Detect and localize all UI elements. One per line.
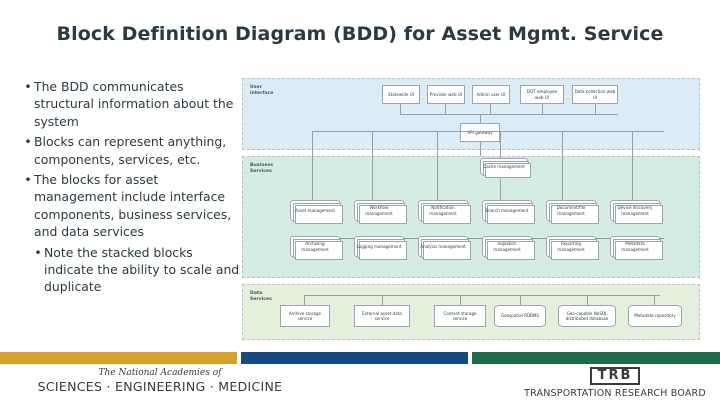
block-reporting-management[interactable]: Reporting management [546, 236, 599, 260]
block-document-file-management[interactable]: Document/file management [546, 200, 599, 224]
block-analysis-management[interactable]: Analysis management [418, 236, 471, 260]
block-api-gateway[interactable]: API gateway [460, 123, 500, 142]
block-asset-management[interactable]: Asset management [290, 200, 343, 224]
bullet-marker-icon: • [24, 79, 32, 94]
trb-logo: TRB TRANSPORTATION RESEARCH BOARD [520, 364, 710, 399]
block-logging-management[interactable]: Logging management [354, 236, 407, 260]
nas-logo-bottom-text: SCIENCES · ENGINEERING · MEDICINE [37, 379, 283, 394]
trb-logo-name: TRANSPORTATION RESEARCH BOARD [524, 388, 706, 399]
list-item-text: The BDD communicates structural informat… [34, 79, 234, 129]
block-workflow-management[interactable]: Workflow management [354, 200, 407, 224]
block-cache-management[interactable]: Cache management [480, 158, 531, 178]
block-provider-web-ui[interactable]: Provider web UI [427, 85, 465, 104]
block-content-storage-service[interactable]: Content storage service [434, 305, 486, 327]
bullet-marker-icon: • [24, 172, 32, 188]
page-title: Block Definition Diagram (BDD) for Asset… [56, 23, 664, 45]
footer-bar-blue [241, 352, 468, 364]
list-item: • Note the stacked blocks indicate the a… [32, 244, 244, 296]
block-data-collection-web-ui[interactable]: Data collection web UI [572, 85, 618, 104]
list-item-text: Blocks can represent anything, component… [34, 134, 227, 167]
block-geo-capable-nosql-database[interactable]: Geo-capable NoSQL distributed database [558, 305, 616, 327]
band-label: User interface [250, 85, 274, 96]
trb-logo-mark: TRB [589, 367, 641, 385]
list-item: • The BDD communicates structural inform… [22, 78, 244, 130]
national-academies-logo: The National Academies of SCIENCES · ENG… [30, 368, 290, 394]
footer-color-bars [0, 352, 720, 364]
band-label: Data Services [250, 291, 272, 302]
list-item-text: The blocks for asset management include … [34, 172, 232, 240]
block-dot-employee-web-ui[interactable]: DOT employee web UI [520, 85, 564, 104]
block-archiving-management[interactable]: Archiving management [290, 236, 343, 260]
block-external-asset-data-service[interactable]: External asset data service [354, 305, 410, 327]
block-search-management[interactable]: Search management [482, 200, 535, 224]
bdd-diagram: User interface Statewide UI Provider web… [242, 78, 700, 340]
list-item-text: Note the stacked blocks indicate the abi… [44, 244, 240, 295]
block-archive-storage-service[interactable]: Archive storage service [280, 305, 330, 327]
block-device-discovery-management[interactable]: Device discovery management [610, 200, 663, 224]
bullet-marker-icon: • [24, 134, 32, 150]
block-ingestion-management[interactable]: Ingestion management [482, 236, 535, 260]
footer-bar-green [472, 352, 720, 364]
block-notification-management[interactable]: Notification management [418, 200, 471, 224]
list-item: • Blocks can represent anything, compone… [22, 133, 244, 168]
block-metadata-repository[interactable]: Metadata repository [628, 305, 682, 327]
block-metadata-management[interactable]: Metadata management [610, 236, 663, 260]
list-item: • The blocks for asset management includ… [22, 171, 244, 241]
bullet-marker-icon: • [34, 244, 42, 260]
band-label: Business Services [250, 163, 273, 174]
block-statewide-ui[interactable]: Statewide UI [382, 85, 420, 104]
footer-bar-gold [0, 352, 237, 364]
block-admin-user-ui[interactable]: Admin user UI [472, 85, 510, 104]
nas-logo-top-text: The National Academies of [98, 368, 222, 378]
bullet-list: • The BDD communicates structural inform… [22, 78, 244, 299]
block-geospatial-rdbms[interactable]: Geospatial RDBMS [494, 305, 546, 327]
